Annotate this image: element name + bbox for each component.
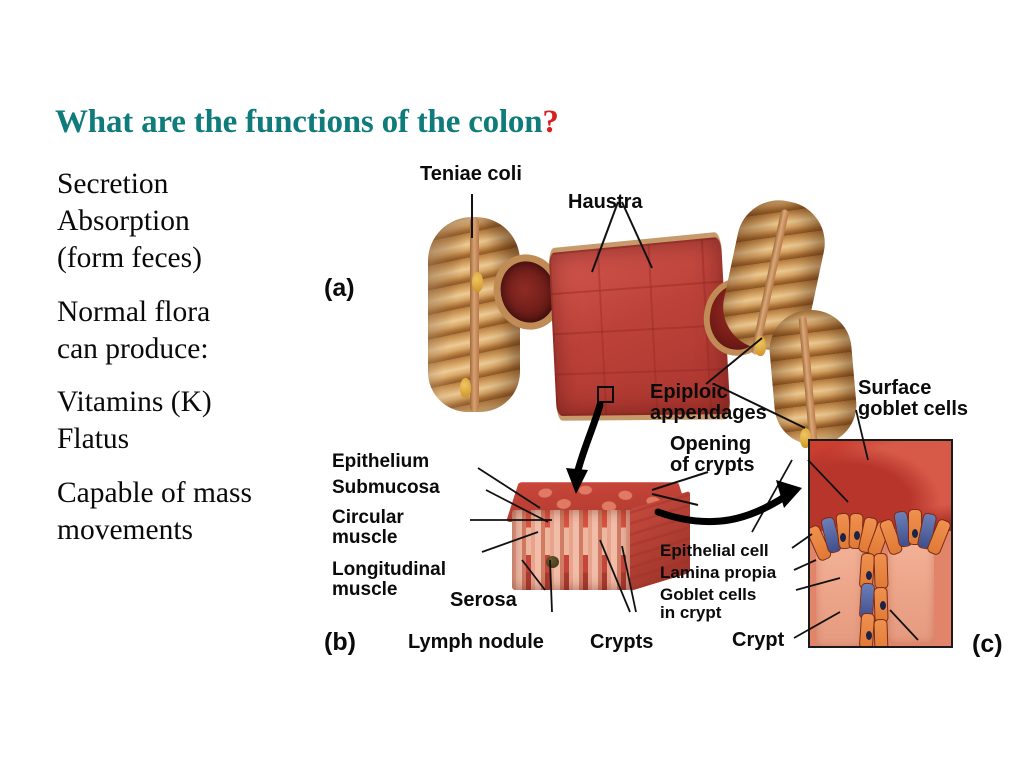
label-teniae-coli: Teniae coli [420,163,522,185]
label-serosa: Serosa [450,589,517,611]
epiploic-appendage-illustration [460,378,471,398]
colon-wall-block-illustration [506,460,691,595]
body-line: movements [57,514,194,546]
body-line: Flatus [57,423,130,456]
label-haustra: Haustra [568,191,643,213]
epiploic-appendage-illustration [755,336,766,356]
cell-nucleus [866,631,872,640]
label-epithelium: Epithelium [332,451,430,472]
panel-letter-b: (b) [324,628,356,656]
cell-nucleus [880,601,886,610]
label-surface-goblet-cells: Surface goblet cells [858,377,969,420]
panel-letter-c: (c) [972,630,1003,658]
paragraph-normal-flora: Normal flora can produce: [57,294,347,368]
label-circular-muscle: Circular muscle [332,507,404,548]
paragraph-mass-movements: Capable of mass movements [57,475,347,549]
cell-nucleus [854,531,860,540]
label-goblet-cells-in-crypt: Goblet cells in crypt [660,585,757,622]
label-opening-of-crypts: Opening of crypts [670,433,755,476]
label-longitudinal-muscle: Longitudinal muscle [332,559,446,600]
body-line: Absorption [57,204,190,237]
body-line: Capable of mass [57,477,252,510]
paragraph-vitamins-flatus: Vitamins (K) Flatus [57,384,347,458]
figure-leader-lines [470,194,919,641]
magnification-marker-square [597,386,614,403]
body-line: Normal flora [57,295,211,328]
magnify-arrow-a-to-b-head [566,468,588,494]
lymph-nodule-illustration [546,556,559,568]
panel-letter-a: (a) [324,274,355,302]
label-crypts: Crypts [590,631,654,653]
label-epiploic-appendages: Epiploic appendages [650,381,767,424]
cell-nucleus [840,533,846,542]
body-line: (form feces) [57,241,202,274]
page-title: What are the functions of the colon? [55,104,559,141]
crypt-micrograph-panel [808,439,953,648]
label-crypt: Crypt [732,629,785,651]
label-lymph-nodule: Lymph nodule [408,631,544,653]
epiploic-appendage-illustration [800,428,811,448]
label-lamina-propia: Lamina propia [660,563,777,582]
label-submucosa: Submucosa [332,477,440,498]
magnify-arrow-b-to-c-head [776,480,802,508]
body-line: can produce: [57,332,209,365]
magnify-arrow-a-to-b [572,401,604,482]
cell-nucleus [912,529,918,538]
body-line: Secretion [57,168,169,200]
page-title-question-mark: ? [542,104,559,140]
body-text-block: Secretion Absorption (form feces) Normal… [57,166,347,549]
wall-cross-section-face [512,510,632,590]
page-title-text: What are the functions of the colon [55,104,543,140]
paragraph-secretion-absorption: Secretion Absorption (form feces) [57,166,347,277]
label-epithelial-cell: Epithelial cell [660,541,769,560]
cell-nucleus [866,571,872,580]
body-line: Vitamins (K) [57,386,212,419]
colon-anatomy-figure: Teniae coli Haustra Epiploic appendages … [300,160,1024,670]
epiploic-appendage-illustration [472,272,483,292]
magnify-arrow-b-to-c [654,492,790,526]
